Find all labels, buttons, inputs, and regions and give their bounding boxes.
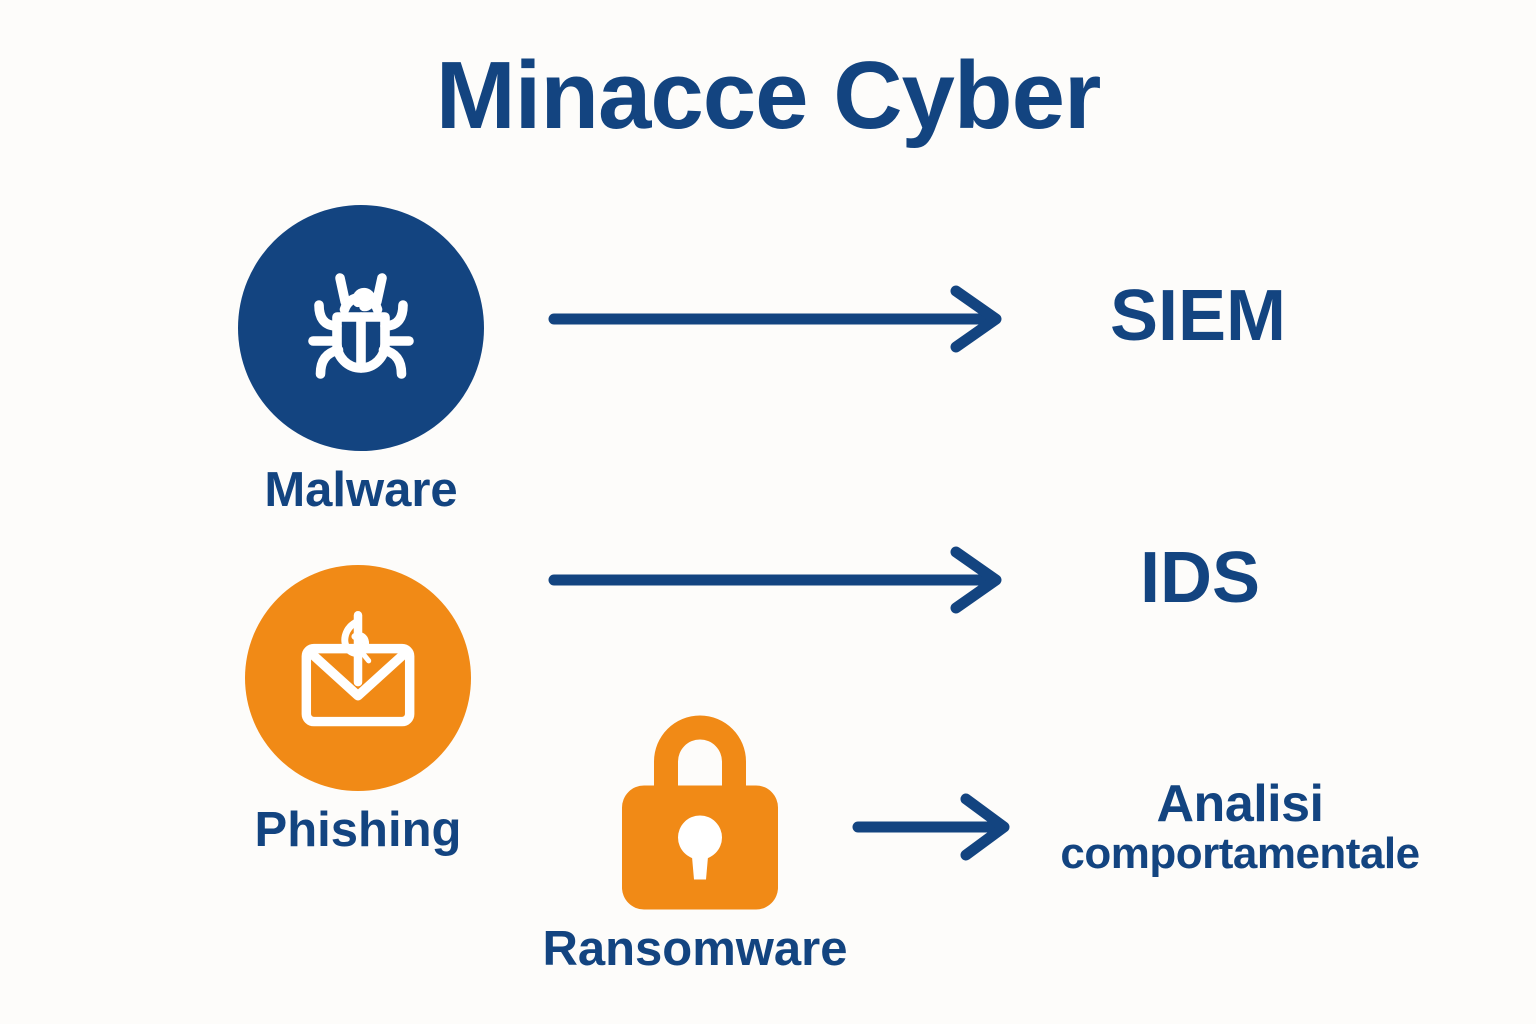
ransomware-label: Ransomware <box>542 922 848 976</box>
target-label-analisi-line1: Analisi <box>1156 775 1325 833</box>
target-label-ids: IDS <box>1140 538 1261 618</box>
malware-icon-badge <box>238 205 484 451</box>
bug-icon <box>286 251 436 406</box>
arrow-malware-to-siem <box>548 285 1018 355</box>
target-label-analisi-comportamentale: Analisi comportamentale <box>1010 778 1470 876</box>
malware-label: Malware <box>264 463 458 517</box>
phishing-label: Phishing <box>254 803 462 857</box>
target-label-siem: SIEM <box>1110 276 1287 356</box>
lock-icon <box>610 715 790 914</box>
phishing-icon-badge <box>245 565 471 791</box>
arrow-ransomware-to-analisi <box>852 793 1022 863</box>
envelope-hook-icon <box>282 600 434 757</box>
page-title: Minacce Cyber <box>435 42 1102 149</box>
arrow-phishing-to-ids <box>548 546 1018 616</box>
target-label-analisi-line2: comportamentale <box>1060 829 1420 878</box>
ransomware-icon-badge <box>610 705 790 910</box>
